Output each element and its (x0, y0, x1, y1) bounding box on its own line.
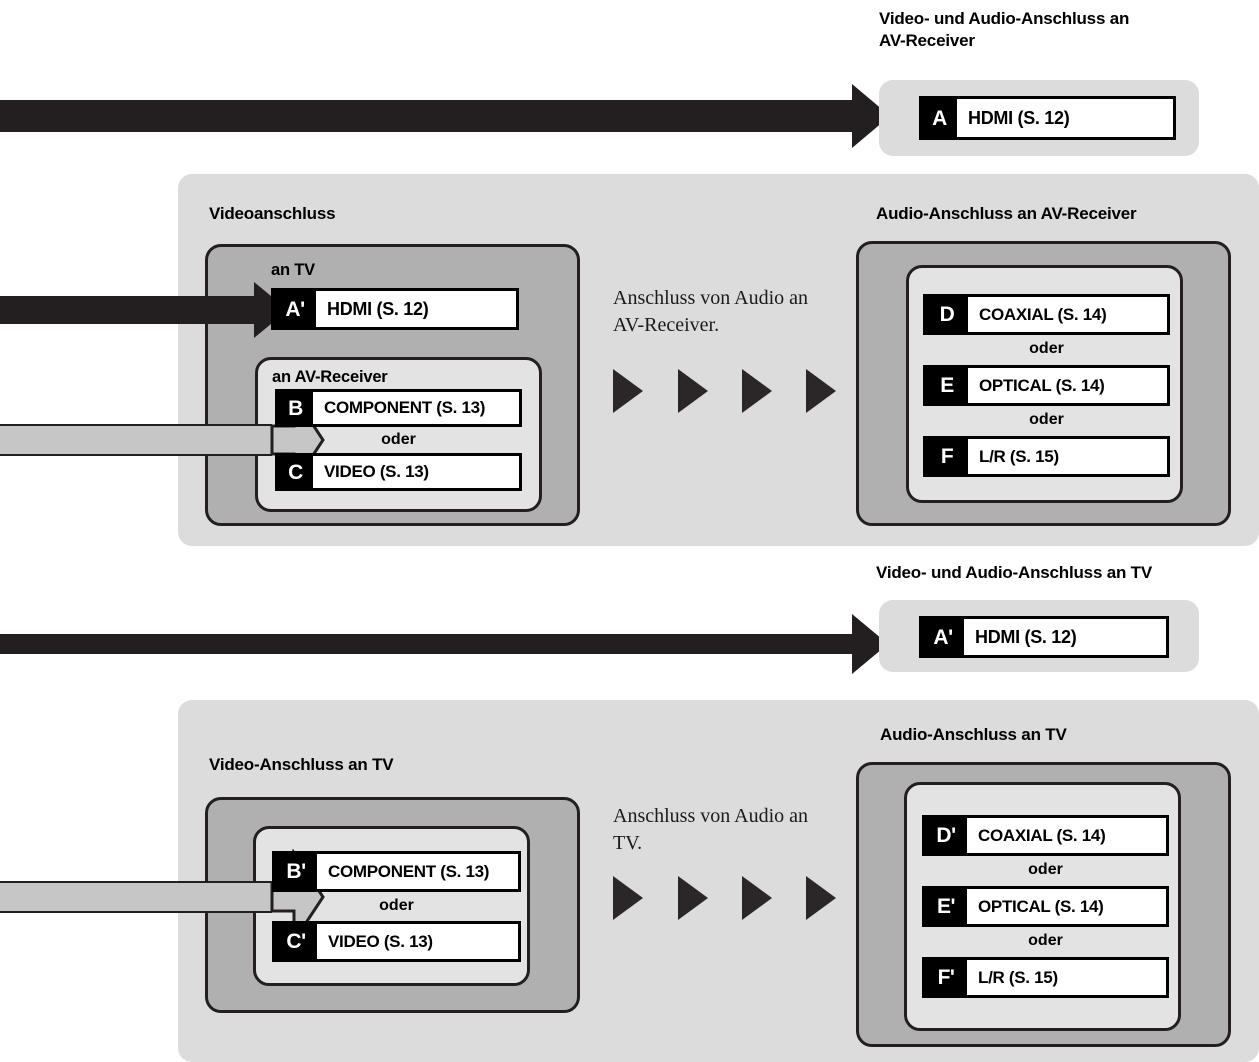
section1-heading: Video- und Audio-Anschluss an AV-Receive… (879, 9, 1130, 50)
section2-caption: Anschluss von Audio an AV-Receiver. (613, 287, 808, 336)
option-tag-c: C (278, 456, 313, 488)
chevron-4-4 (806, 876, 836, 920)
option-text-c: VIDEO (S. 13) (324, 462, 429, 481)
option-text-a-prime: HDMI (S. 12) (327, 298, 429, 319)
section4-heading: Video-Anschluss an TV (209, 755, 394, 774)
section2-audio-oder-2: oder (1029, 411, 1064, 428)
option-b-component[interactable]: B COMPONENT (S. 13) (275, 389, 522, 427)
option-text-f: L/R (S. 15) (979, 446, 1059, 466)
option-tag-b-prime: B' (275, 854, 317, 889)
option-tag-a-prime: A' (274, 291, 316, 327)
option-e-prime-optical[interactable]: E' OPTICAL (S. 14) (922, 886, 1169, 927)
chevron-2-4 (806, 369, 836, 413)
option-f-lr[interactable]: F L/R (S. 15) (923, 436, 1170, 477)
section4-oder-1: oder (379, 897, 414, 914)
section3-heading: Video- und Audio-Anschluss an TV (876, 563, 1153, 582)
option-d-coaxial[interactable]: D COAXIAL (S. 14) (923, 294, 1170, 335)
section4-caption: Anschluss von Audio an TV. (613, 805, 808, 854)
grey-arrow-shaft-2 (0, 881, 272, 913)
option-tag-a-prime-tv: A' (922, 619, 964, 655)
chevron-2-2 (678, 369, 708, 413)
option-a-hdmi[interactable]: A HDMI (S. 12) (919, 96, 1176, 140)
section4-audio-oder-1: oder (1028, 861, 1063, 878)
option-text-d: COAXIAL (S. 14) (979, 304, 1107, 324)
section4-audio-oder-2: oder (1028, 932, 1063, 949)
option-tag-a: A (922, 99, 957, 137)
option-text-e: OPTICAL (S. 14) (979, 375, 1105, 395)
chevron-2-1 (613, 369, 643, 413)
option-text-a: HDMI (S. 12) (968, 107, 1070, 128)
chevron-4-2 (678, 876, 708, 920)
option-tag-c-prime: C' (275, 924, 317, 959)
option-d-prime-coaxial[interactable]: D' COAXIAL (S. 14) (922, 815, 1169, 856)
option-tag-d: D (926, 297, 968, 332)
option-text-e-prime: OPTICAL (S. 14) (978, 896, 1104, 916)
option-e-optical[interactable]: E OPTICAL (S. 14) (923, 365, 1170, 406)
section4-audio-heading: Audio-Anschluss an TV (880, 725, 1067, 744)
option-text-b: COMPONENT (S. 13) (324, 398, 486, 417)
section2-heading: Videoanschluss (209, 204, 336, 223)
section2-audio-oder-1: oder (1029, 340, 1064, 357)
option-c-video[interactable]: C VIDEO (S. 13) (275, 453, 522, 491)
option-tag-d-prime: D' (925, 818, 967, 853)
black-arrow-shaft-3 (0, 634, 852, 654)
option-text-f-prime: L/R (S. 15) (978, 967, 1058, 987)
option-tag-f: F (926, 439, 968, 474)
option-tag-e: E (926, 368, 968, 403)
black-arrow-shaft-1 (0, 100, 852, 132)
section2-audio-heading: Audio-Anschluss an AV-Receiver (876, 204, 1137, 223)
section2-label-an-tv: an TV (271, 261, 315, 279)
option-tag-e-prime: E' (925, 889, 967, 924)
black-arrow-shaft-2 (0, 296, 254, 324)
option-tag-f-prime: F' (925, 960, 967, 995)
section2-oder-1: oder (381, 431, 416, 448)
option-text-b-prime: COMPONENT (S. 13) (328, 861, 490, 881)
option-text-a-prime-tv: HDMI (S. 12) (975, 626, 1077, 647)
option-a-prime-hdmi-tv[interactable]: A' HDMI (S. 12) (919, 616, 1169, 658)
option-c-prime-video[interactable]: C' VIDEO (S. 13) (272, 921, 521, 962)
grey-arrow-shaft-1 (0, 424, 272, 456)
chevron-4-1 (613, 876, 643, 920)
option-b-prime-component[interactable]: B' COMPONENT (S. 13) (272, 851, 521, 892)
option-a-prime-hdmi[interactable]: A' HDMI (S. 12) (271, 288, 519, 330)
option-text-c-prime: VIDEO (S. 13) (328, 931, 433, 951)
option-text-d-prime: COAXIAL (S. 14) (978, 825, 1106, 845)
option-tag-b: B (278, 392, 313, 424)
chevron-2-3 (742, 369, 772, 413)
chevron-4-3 (742, 876, 772, 920)
option-f-prime-lr[interactable]: F' L/R (S. 15) (922, 957, 1169, 998)
section2-label-an-av-receiver: an AV-Receiver (272, 368, 388, 386)
